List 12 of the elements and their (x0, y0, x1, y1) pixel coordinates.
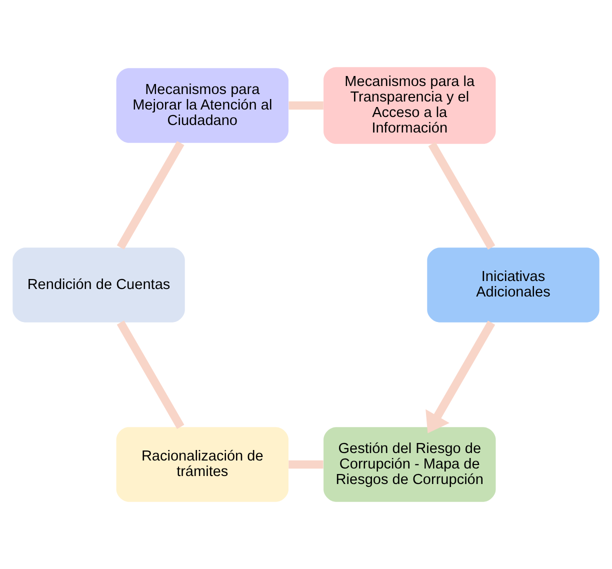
node-box: Racionalización de trámites (116, 427, 288, 502)
connector (428, 142, 496, 250)
connector (116, 320, 184, 429)
connector (288, 101, 324, 110)
node-box: Gestión del Riesgo de Corrupción - Mapa de Riesgos de Corrupción (324, 427, 496, 502)
node-box: Iniciativas Adicionales (427, 248, 600, 322)
arrow (426, 320, 496, 434)
node-box: Rendición de Cuentas (12, 248, 185, 322)
node-box: Mecanismos para Mejorar la Atención al Ciudadano (116, 68, 288, 143)
connector (288, 460, 324, 469)
node-box: Mecanismos para la Transparencia y el Acceso a la Información (324, 67, 496, 144)
connector (116, 141, 184, 250)
